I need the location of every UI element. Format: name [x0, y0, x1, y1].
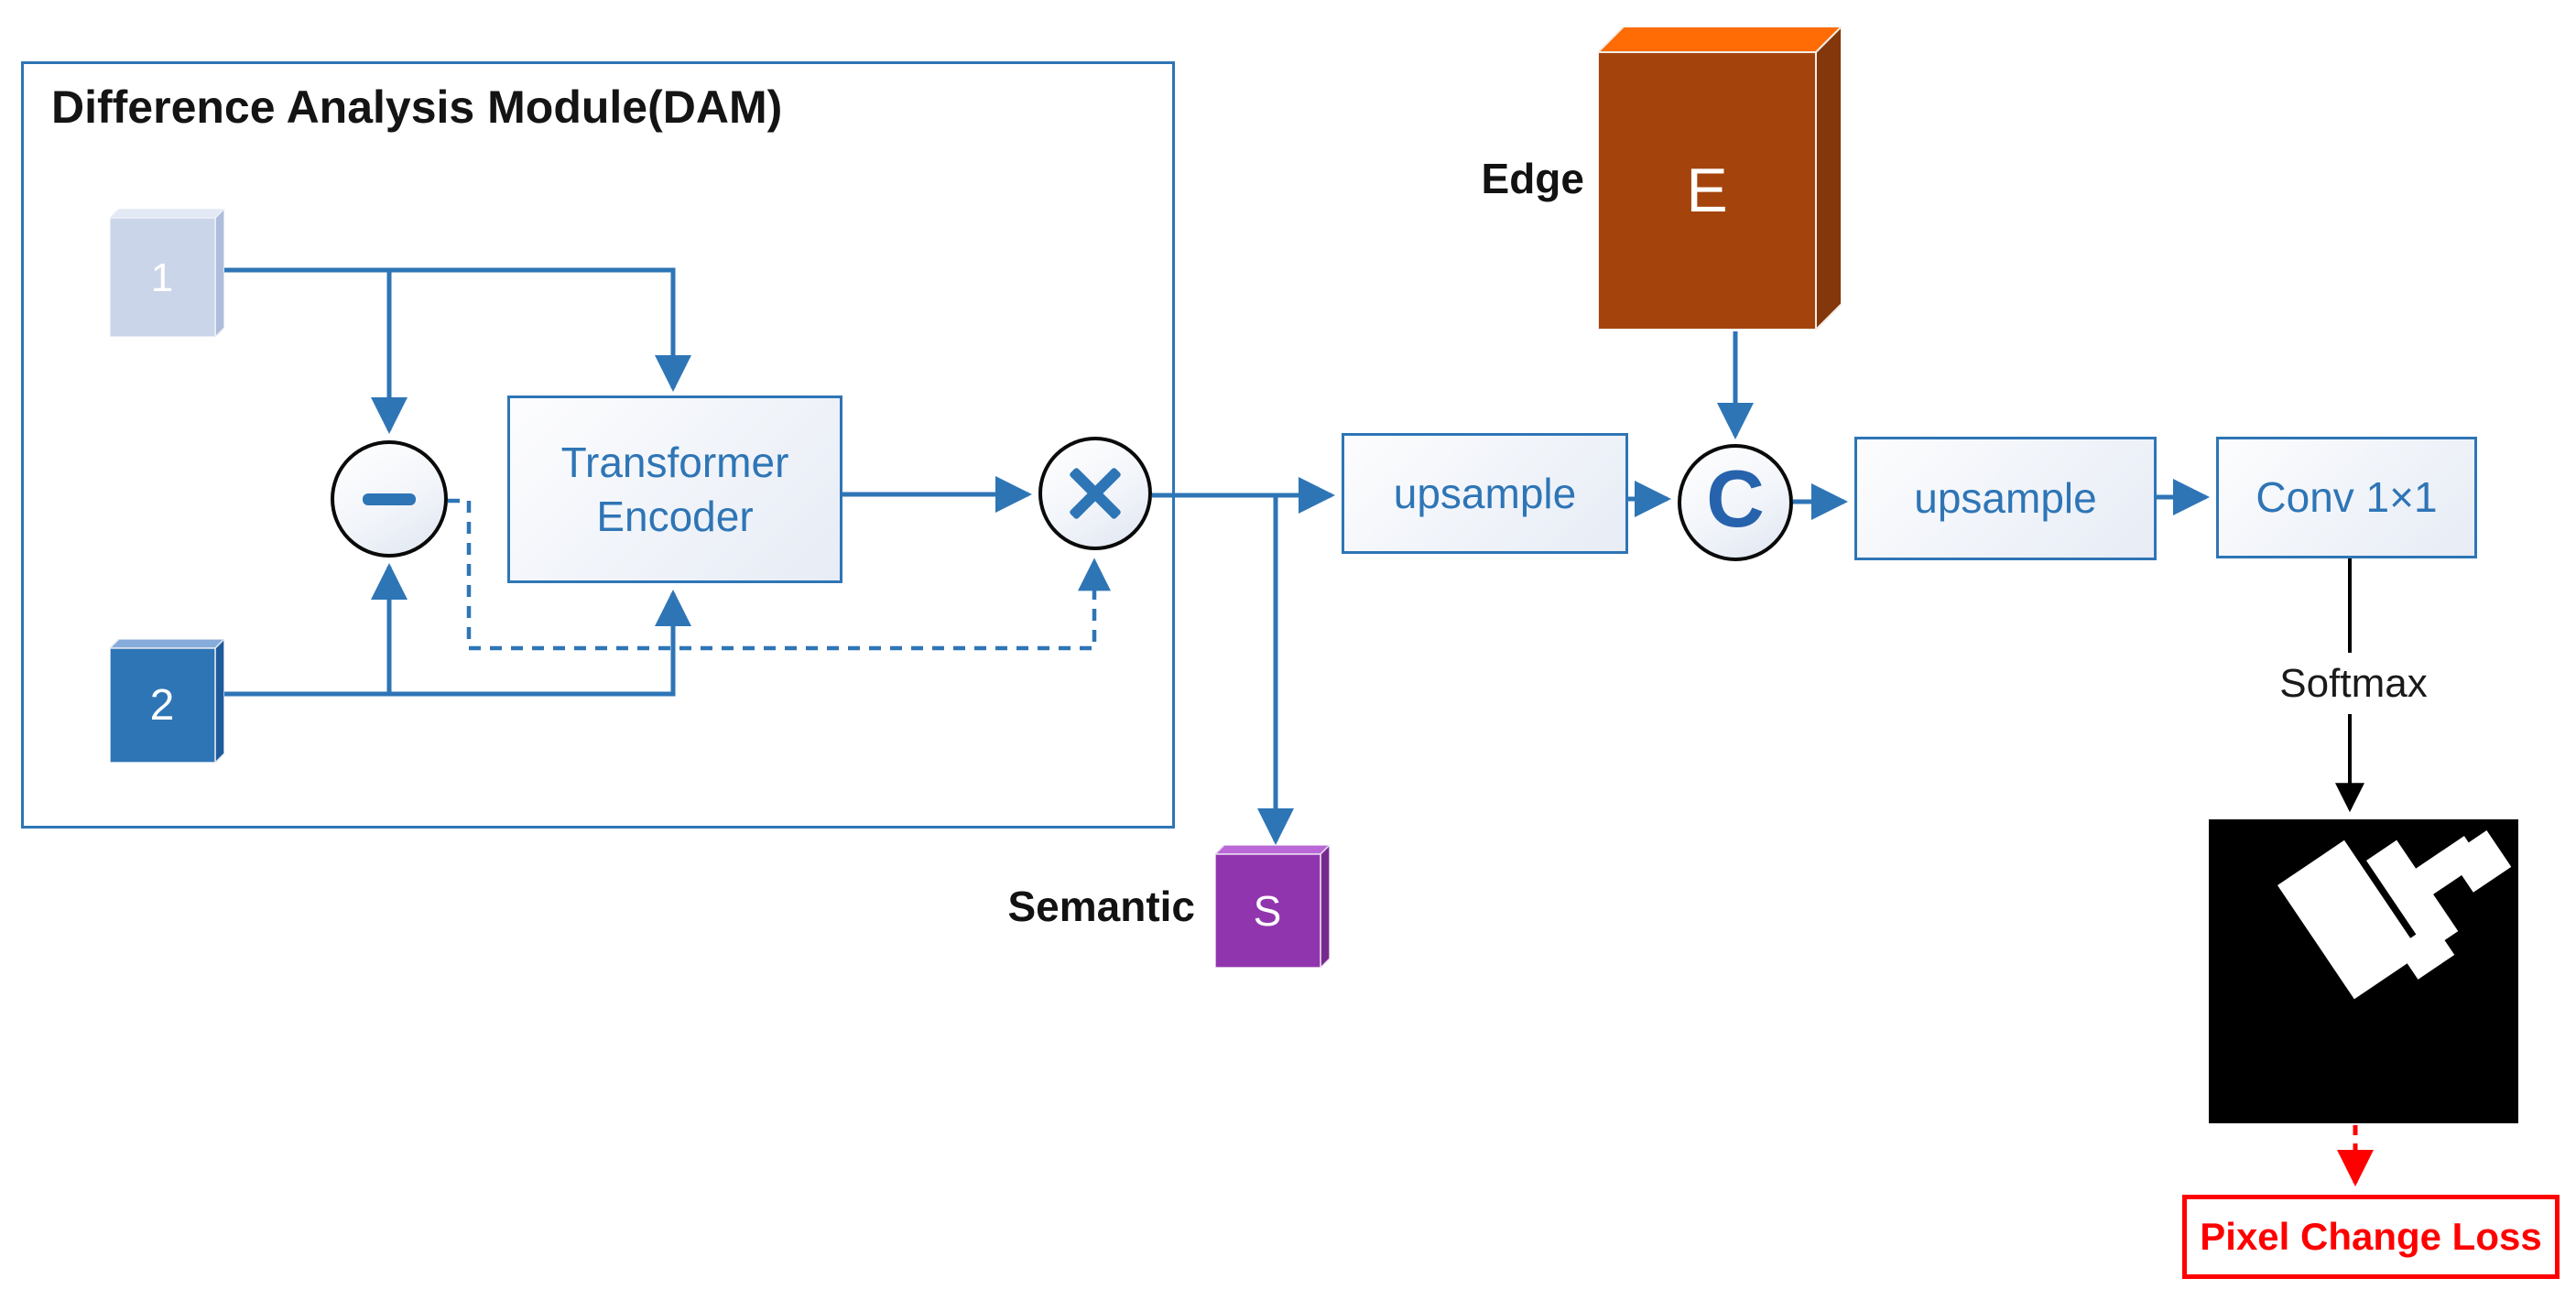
- edge-feature-label: Edge: [1481, 155, 1584, 202]
- upsample1-label: upsample: [1393, 469, 1577, 517]
- upsample2-box: upsample: [1854, 437, 2157, 560]
- concat-operator: C: [1678, 444, 1793, 561]
- encoder-label-line1: Transformer: [560, 438, 789, 486]
- input-cube-1-label: 1: [151, 255, 173, 300]
- change-mask-image: [2209, 819, 2518, 1123]
- encoder-label-line2: Encoder: [596, 492, 754, 540]
- semantic-cube-letter: S: [1254, 887, 1282, 935]
- conv1x1-label: Conv 1×1: [2255, 473, 2438, 522]
- transformer-encoder-label: Transformer Encoder: [561, 436, 789, 544]
- edge-feature-cube: E: [1598, 27, 1842, 330]
- dam-module-box: Difference Analysis Module(DAM): [21, 61, 1175, 829]
- upsample2-label: upsample: [1914, 474, 2097, 523]
- upsample1-box: upsample: [1342, 433, 1628, 554]
- softmax-label: Softmax: [2279, 661, 2428, 706]
- semantic-feature-label: Semantic: [1007, 883, 1195, 930]
- multiply-operator: [1038, 437, 1152, 550]
- wire-subtract-to-multiply-dashed: [448, 498, 1111, 651]
- multiply-icon: [1059, 457, 1132, 530]
- pixel-change-loss-box: Pixel Change Loss: [2182, 1195, 2560, 1279]
- concat-label: C: [1706, 453, 1765, 544]
- wire-cube1-to-encoder: [223, 267, 691, 393]
- transformer-encoder-box: Transformer Encoder: [507, 395, 842, 583]
- input-cube-2-label: 2: [150, 681, 175, 730]
- conv1x1-box: Conv 1×1: [2216, 437, 2477, 558]
- input-cube-1: 1: [110, 209, 224, 337]
- minus-icon: [363, 493, 416, 505]
- wire-cube2-to-encoder: [223, 589, 691, 697]
- mask-change-regions: [2277, 830, 2512, 1000]
- subtract-operator: [331, 440, 448, 558]
- dam-title: Difference Analysis Module(DAM): [51, 81, 783, 133]
- pixel-change-loss-label: Pixel Change Loss: [2200, 1215, 2542, 1258]
- input-cube-2: 2: [110, 639, 224, 763]
- semantic-feature-cube: S: [1215, 845, 1330, 968]
- edge-cube-letter: E: [1686, 156, 1727, 225]
